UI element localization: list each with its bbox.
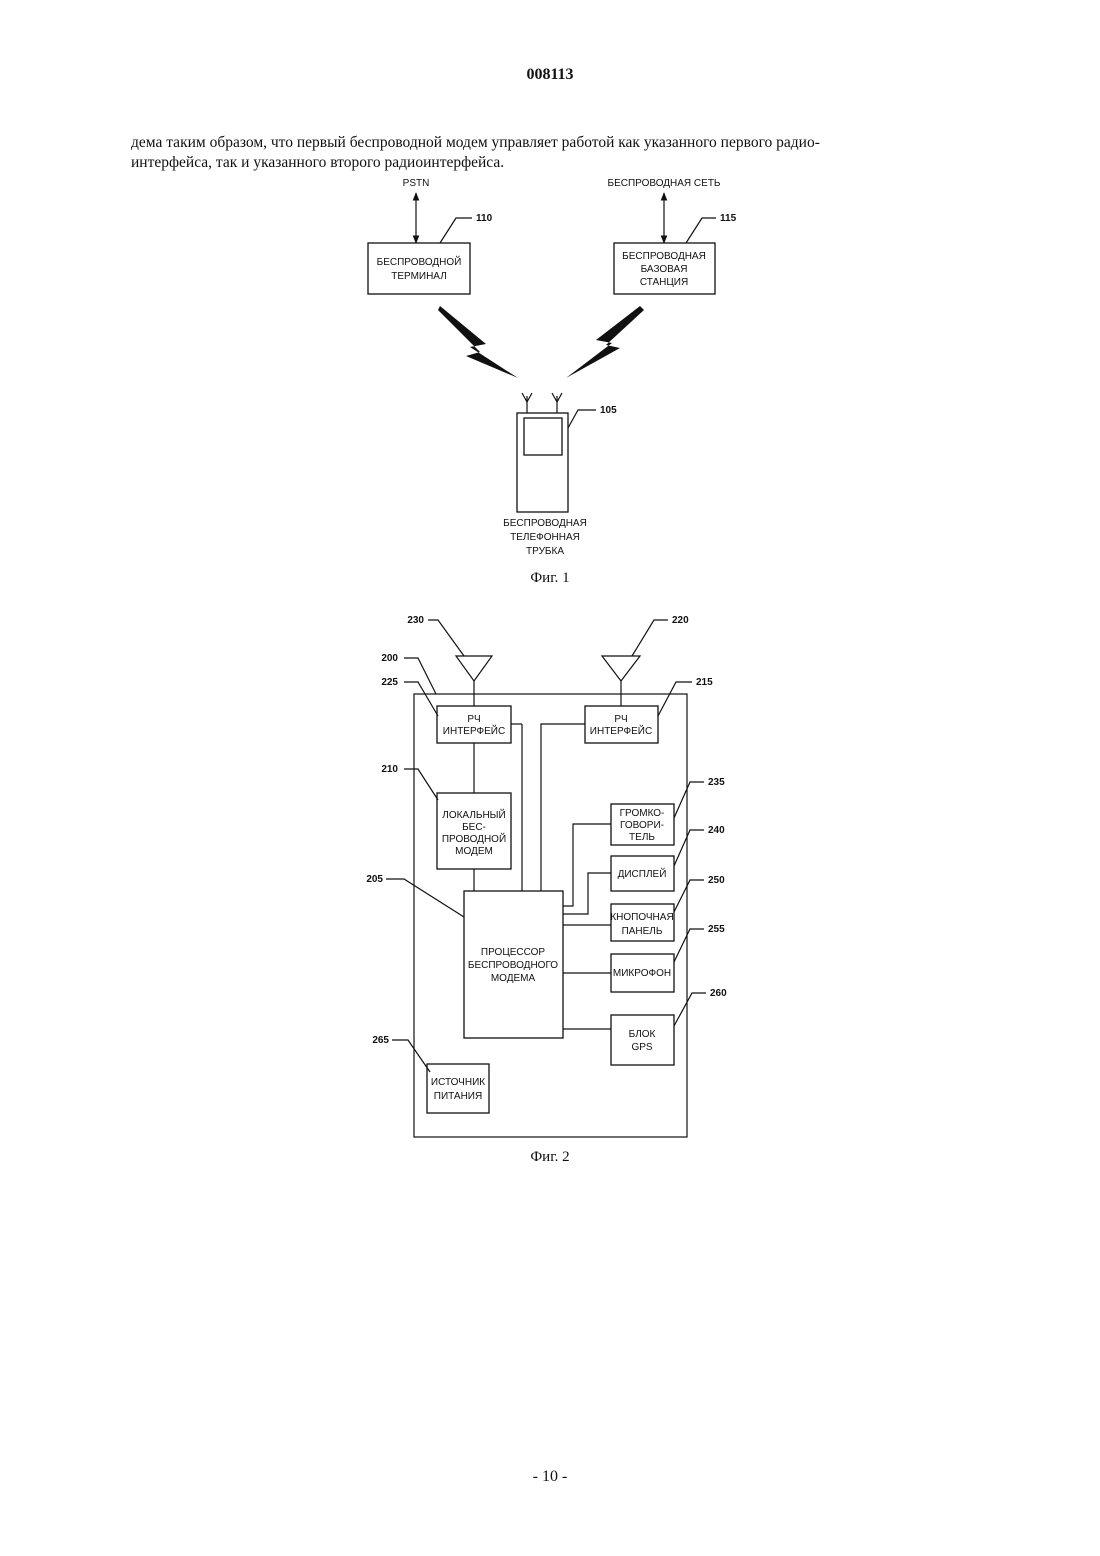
leader-105 [568, 410, 596, 428]
leader-250 [674, 880, 704, 912]
leader-240 [674, 830, 704, 866]
radio-link-left-icon [438, 306, 518, 378]
leader-265 [392, 1040, 430, 1072]
figure-2: 230 220 200 РЧ ИНТЕРФЕЙС 225 РЧ ИНТЕРФЕЙ… [366, 615, 727, 1165]
power-label-2: ПИТАНИЯ [434, 1091, 482, 1102]
ref-210: 210 [381, 764, 398, 775]
power-source-box [427, 1064, 489, 1113]
page-number: - 10 - [0, 1468, 1100, 1486]
leader-230 [428, 620, 464, 656]
ref-215: 215 [696, 677, 713, 688]
local-modem-label-1: ЛОКАЛЬНЫЙ [442, 808, 505, 821]
speaker-label-1: ГРОМКО- [620, 808, 665, 819]
ref-225: 225 [381, 677, 398, 688]
ref-260: 260 [710, 988, 727, 999]
handset-screen [524, 418, 562, 455]
microphone-label: МИКРОФОН [613, 968, 671, 979]
link-processor-to-speaker [563, 824, 611, 906]
leader-205 [386, 879, 464, 917]
terminal-label-2: ТЕРМИНАЛ [391, 271, 447, 282]
wireless-terminal-box [368, 243, 470, 294]
rf-right-label-1: РЧ [614, 714, 627, 725]
local-modem-label-3: ПРОВОДНОЙ [442, 832, 506, 845]
terminal-label-1: БЕСПРОВОДНОЙ [377, 255, 462, 268]
figure-1: PSTN БЕСПРОВОДНАЯ СЕТЬ БЕСПРОВОДНОЙ ТЕРМ… [368, 178, 737, 586]
leader-115 [686, 218, 716, 243]
ref-115: 115 [720, 213, 737, 224]
ref-200: 200 [381, 653, 398, 664]
ref-230: 230 [407, 615, 424, 626]
gps-label-1: БЛОК [629, 1029, 656, 1040]
ref-250: 250 [708, 875, 725, 886]
rf-right-label-2: ИНТЕРФЕЙС [590, 724, 652, 737]
ref-240: 240 [708, 825, 725, 836]
base-label-1: БЕСПРОВОДНАЯ [622, 251, 706, 262]
leader-210 [404, 769, 438, 800]
figure-2-caption: Фиг. 2 [530, 1149, 569, 1165]
leader-220 [632, 620, 668, 656]
keypad-label-2: ПАНЕЛЬ [622, 926, 663, 937]
keypad-label-1: КНОПОЧНАЯ [610, 912, 673, 923]
gps-label-2: GPS [631, 1042, 652, 1053]
handset-antennas-icon [522, 393, 562, 413]
speaker-label-2: ГОВОРИ- [620, 820, 664, 831]
link-processor-to-rf-right [541, 724, 585, 891]
wireless-network-label: БЕСПРОВОДНАЯ СЕТЬ [608, 178, 721, 189]
radio-link-right-icon [566, 306, 644, 378]
pstn-label: PSTN [403, 178, 430, 189]
leader-260 [674, 993, 706, 1026]
processor-label-3: МОДЕМА [491, 973, 536, 984]
base-label-2: БАЗОВАЯ [641, 264, 688, 275]
leader-255 [674, 929, 704, 962]
local-modem-label-2: БЕС- [462, 822, 486, 833]
ref-265: 265 [372, 1035, 389, 1046]
processor-label-1: ПРОЦЕССОР [481, 947, 545, 958]
leader-235 [674, 782, 704, 818]
leader-200 [404, 658, 436, 694]
ref-255: 255 [708, 924, 725, 935]
speaker-label-3: ТЕЛЬ [629, 832, 655, 843]
ref-205: 205 [366, 874, 383, 885]
rf-left-label-2: ИНТЕРФЕЙС [443, 724, 505, 737]
gps-box [611, 1015, 674, 1065]
power-label-1: ИСТОЧНИК [431, 1077, 485, 1088]
handset-label-2: ТЕЛЕФОННАЯ [510, 532, 580, 543]
antenna-230-icon [456, 656, 492, 681]
figure-1-caption: Фиг. 1 [530, 570, 569, 586]
handset-label-3: ТРУБКА [526, 546, 564, 557]
ref-105: 105 [600, 405, 617, 416]
ref-235: 235 [708, 777, 725, 788]
display-label: ДИСПЛЕЙ [618, 867, 667, 880]
antenna-220-icon [602, 656, 640, 681]
processor-label-2: БЕСПРОВОДНОГО [468, 960, 558, 971]
link-processor-to-display [563, 873, 611, 914]
base-label-3: СТАНЦИЯ [640, 277, 688, 288]
ref-110: 110 [476, 213, 493, 224]
handset-label-1: БЕСПРОВОДНАЯ [503, 518, 587, 529]
local-modem-label-4: МОДЕМ [455, 846, 493, 857]
ref-220: 220 [672, 615, 689, 626]
leader-110 [440, 218, 472, 243]
rf-left-label-1: РЧ [467, 714, 480, 725]
